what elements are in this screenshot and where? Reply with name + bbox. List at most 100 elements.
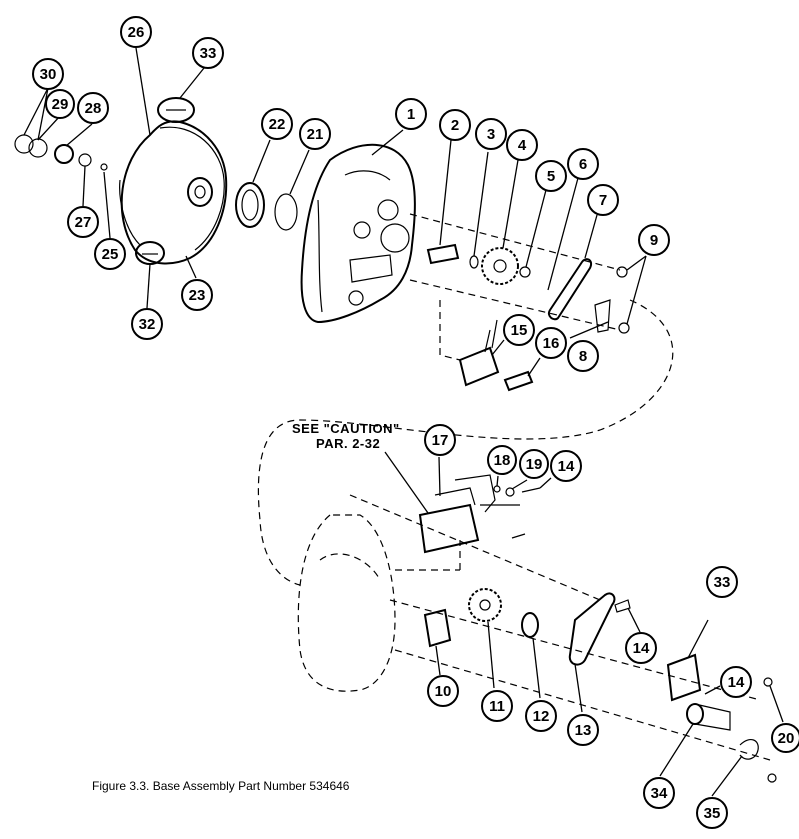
- callout-33-lower: 33: [706, 566, 738, 598]
- callout-label: 19: [526, 456, 543, 473]
- callout-group: 1 2 3 4 5 6 7 8 9 10 11 12 13 14 14 14 1…: [32, 16, 799, 829]
- callout-11: 11: [481, 690, 513, 722]
- part-link: [548, 258, 592, 321]
- part-washer: [274, 193, 298, 231]
- callout-label: 7: [599, 192, 607, 209]
- callout-label: 30: [40, 66, 57, 83]
- part-base-ghost-detail: [319, 553, 381, 581]
- callout-30: 30: [32, 58, 64, 90]
- callout-7: 7: [587, 184, 619, 216]
- callout-label: 14: [558, 458, 575, 475]
- callout-6: 6: [567, 148, 599, 180]
- callout-1: 1: [395, 98, 427, 130]
- part-screw-20-lower: [767, 773, 777, 783]
- callout-16: 16: [535, 327, 567, 359]
- callout-34: 34: [643, 777, 675, 809]
- callout-33-upper: 33: [192, 37, 224, 69]
- callout-label: 21: [307, 126, 324, 143]
- callout-23: 23: [181, 279, 213, 311]
- callout-2: 2: [439, 109, 471, 141]
- callout-19: 19: [519, 449, 549, 479]
- note-line-1: SEE "CAUTION": [292, 421, 400, 436]
- callout-35: 35: [696, 797, 728, 829]
- callout-label: 12: [533, 708, 550, 725]
- part-gear-4: [481, 247, 519, 285]
- callout-13: 13: [567, 714, 599, 746]
- callout-label: 13: [575, 722, 592, 739]
- callout-8: 8: [567, 340, 599, 372]
- part-caps: [14, 134, 108, 171]
- callout-10: 10: [427, 675, 459, 707]
- leader-lines: [23, 47, 784, 797]
- part-bushing-34: [686, 703, 704, 725]
- callout-label: 25: [102, 246, 119, 263]
- part-assembly-17: [418, 474, 541, 554]
- callout-4: 4: [506, 129, 538, 161]
- part-seal-inner: [241, 189, 259, 221]
- part-nut-lower: [618, 322, 630, 334]
- callout-5: 5: [535, 160, 567, 192]
- callout-label: 15: [511, 322, 528, 339]
- part-actuator-16: [503, 370, 534, 392]
- callout-label: 8: [579, 348, 587, 365]
- assembly-lines-upper: [257, 213, 674, 586]
- part-washer-3: [469, 255, 479, 269]
- callout-label: 23: [189, 287, 206, 304]
- callout-3: 3: [475, 118, 507, 150]
- part-seal: [235, 182, 265, 228]
- callout-label: 33: [714, 574, 731, 591]
- part-screw-14: [614, 599, 631, 613]
- callout-label: 34: [651, 785, 668, 802]
- callout-29: 29: [45, 89, 75, 119]
- callout-label: 2: [451, 117, 459, 134]
- callout-label: 16: [543, 335, 560, 352]
- callout-label: 9: [650, 232, 658, 249]
- part-gear-4-hub: [493, 259, 507, 273]
- part-12: [521, 612, 539, 638]
- callout-22: 22: [261, 108, 293, 140]
- callout-26: 26: [120, 16, 152, 48]
- part-washer-5: [519, 266, 531, 278]
- callout-20: 20: [771, 723, 799, 753]
- callout-label: 5: [547, 168, 555, 185]
- callout-label: 35: [704, 805, 721, 822]
- callout-14-lower: 14: [720, 666, 752, 698]
- part-plate-13: [568, 592, 616, 666]
- part-plate-upper: [157, 97, 195, 123]
- callout-label: 22: [269, 116, 286, 133]
- part-gear-11: [468, 588, 502, 622]
- callout-18: 18: [487, 445, 517, 475]
- callout-17: 17: [424, 424, 456, 456]
- callout-label: 17: [432, 432, 449, 449]
- callout-12: 12: [525, 700, 557, 732]
- callout-25: 25: [94, 238, 126, 270]
- callout-label: 26: [128, 24, 145, 41]
- callout-21: 21: [299, 118, 331, 150]
- part-shaft: [426, 243, 460, 265]
- callout-9: 9: [638, 224, 670, 256]
- assembly-lines-lower: [349, 494, 771, 761]
- part-base-housing: [300, 143, 416, 324]
- callout-15: 15: [503, 314, 535, 346]
- callout-label: 29: [52, 96, 69, 113]
- callout-27: 27: [67, 206, 99, 238]
- callout-label: 33: [200, 45, 217, 62]
- callout-label: 32: [139, 316, 156, 333]
- callout-14-upper: 14: [550, 450, 582, 482]
- callout-28: 28: [77, 92, 109, 124]
- part-bracket-8: [594, 299, 611, 333]
- callout-label: 3: [487, 126, 495, 143]
- callout-32: 32: [131, 308, 163, 340]
- callout-14-middle: 14: [625, 632, 657, 664]
- part-switch-15: [458, 319, 500, 387]
- part-screw-20: [763, 677, 773, 687]
- callout-label: 27: [75, 214, 92, 231]
- callout-label: 11: [489, 698, 505, 715]
- part-cover: [119, 120, 228, 265]
- note-line-2: PAR. 2-32: [316, 436, 380, 451]
- callout-label: 18: [494, 452, 511, 469]
- callout-label: 6: [579, 156, 587, 173]
- part-10: [423, 608, 452, 648]
